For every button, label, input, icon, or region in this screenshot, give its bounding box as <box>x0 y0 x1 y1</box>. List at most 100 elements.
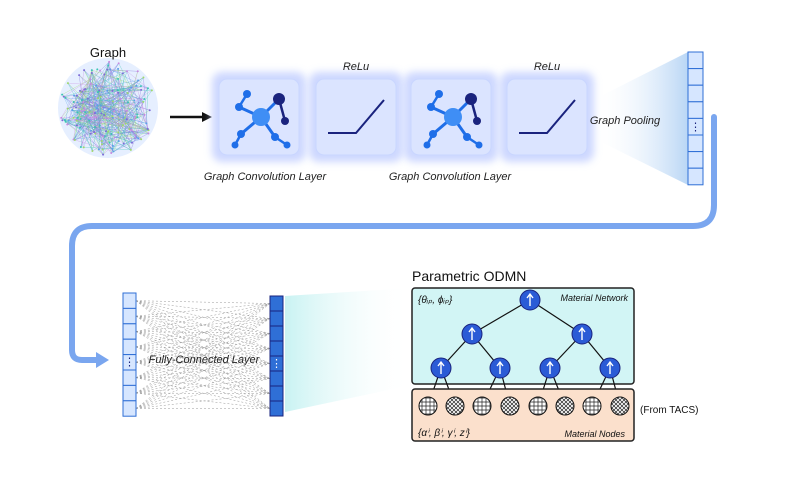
graph-edge <box>111 137 137 154</box>
graph-edge <box>97 105 137 110</box>
graph-vertex <box>64 96 67 99</box>
fc-edge <box>135 300 271 304</box>
graph-vertex <box>64 120 67 123</box>
graph-edge <box>81 110 124 144</box>
graph-vertex <box>125 109 128 112</box>
graph-vertex <box>84 88 87 91</box>
graph-edge <box>75 102 84 108</box>
graph-to-conv-arrow <box>170 112 212 122</box>
vector-cell <box>687 151 704 169</box>
graph-vertex <box>103 73 106 76</box>
graph-vertex <box>79 117 82 120</box>
material-network-tree <box>427 289 621 407</box>
graph-edge <box>61 117 113 150</box>
vector-cell <box>122 292 137 309</box>
vector-cell <box>687 51 704 70</box>
graph-vertex <box>108 60 111 63</box>
graph-edge <box>90 83 96 134</box>
graph-vertex <box>121 72 124 75</box>
fc-edge <box>135 315 271 349</box>
material-node-texture <box>419 397 437 415</box>
graph-conv-icon <box>231 90 291 149</box>
graph-vertex <box>148 109 151 112</box>
graph-vertex <box>143 113 146 116</box>
vector-cell <box>122 369 137 386</box>
fc-edge <box>135 315 271 394</box>
graph-vertex <box>84 111 87 114</box>
fc-edge <box>135 378 271 409</box>
graph-vertex <box>134 115 137 118</box>
graph-edge <box>76 95 139 139</box>
tacs-source-label: (From TACS) <box>640 405 699 416</box>
graph-edge <box>80 146 131 151</box>
vector-ellipsis: ⋮ <box>271 358 282 370</box>
graph-vertex <box>79 145 82 148</box>
graph-edge <box>63 78 91 97</box>
graph-edge <box>61 91 83 118</box>
graph-edge <box>97 92 102 114</box>
graph-vertex <box>90 69 93 72</box>
graph-vertex <box>116 89 119 92</box>
vector-cell <box>687 101 704 119</box>
graph-edge <box>101 113 110 143</box>
rotation-arrow-icon <box>606 360 614 374</box>
graph-vertex <box>139 85 142 88</box>
graph-vertex <box>94 126 97 129</box>
fc-edge <box>135 363 271 409</box>
graph-vertex <box>60 116 63 119</box>
graph-edge <box>61 95 75 118</box>
graph-vertex <box>62 95 65 98</box>
fc-edge <box>135 303 271 409</box>
graph-vertex <box>137 79 140 82</box>
graph-edge <box>135 101 144 138</box>
graph-vertex <box>143 98 146 101</box>
graph-vertex <box>66 82 69 85</box>
graph-vertex <box>72 101 75 104</box>
material-nodes-label: Material Nodes <box>564 429 625 439</box>
fc-edge <box>135 318 271 409</box>
network-params: {θᵢₚ, ϕᵢₚ} <box>418 295 453 306</box>
graph-vertex <box>107 108 110 111</box>
graph-edge <box>134 100 138 115</box>
graph-edge <box>76 120 126 124</box>
graph-vertex <box>66 123 69 126</box>
graph-edge <box>95 85 121 100</box>
graph-vertex <box>102 135 105 138</box>
graph-edge <box>126 71 149 89</box>
graph-vertex <box>61 119 64 122</box>
graph-edge <box>73 95 92 131</box>
graph-vertex <box>80 98 83 101</box>
graph-edge <box>83 102 95 114</box>
graph-vertex <box>83 109 86 112</box>
graph-vertex <box>98 89 101 92</box>
graph-edge <box>76 120 136 139</box>
graph-edge <box>123 117 147 124</box>
graph-vertex <box>133 118 136 121</box>
graph-edge <box>63 96 78 126</box>
graph-edge <box>107 90 138 115</box>
graph-edge <box>73 95 105 116</box>
graph-vertex <box>117 113 120 116</box>
vector-cell <box>269 310 284 327</box>
fc-edge <box>135 318 271 363</box>
graph-vertex <box>99 69 102 72</box>
graph-vertex <box>82 101 85 104</box>
graph-edge <box>102 139 142 150</box>
graph-vertex <box>89 132 92 135</box>
fc-edge <box>135 377 271 409</box>
graph-edge <box>124 117 148 130</box>
relu-label-2: ReLu <box>534 61 560 73</box>
fc-edge <box>135 346 271 379</box>
graph-vertex <box>121 124 124 127</box>
vector-cell <box>687 84 704 103</box>
graph-vertex <box>135 108 138 111</box>
graph-network-image <box>58 58 158 158</box>
graph-edge <box>73 63 119 140</box>
graph-vertex <box>145 122 148 125</box>
graph-vertex <box>61 93 64 96</box>
graph-edge <box>81 85 137 101</box>
rotation-arrow-icon <box>578 326 586 340</box>
graph-vertex <box>108 141 111 144</box>
vector-cell <box>269 325 284 342</box>
